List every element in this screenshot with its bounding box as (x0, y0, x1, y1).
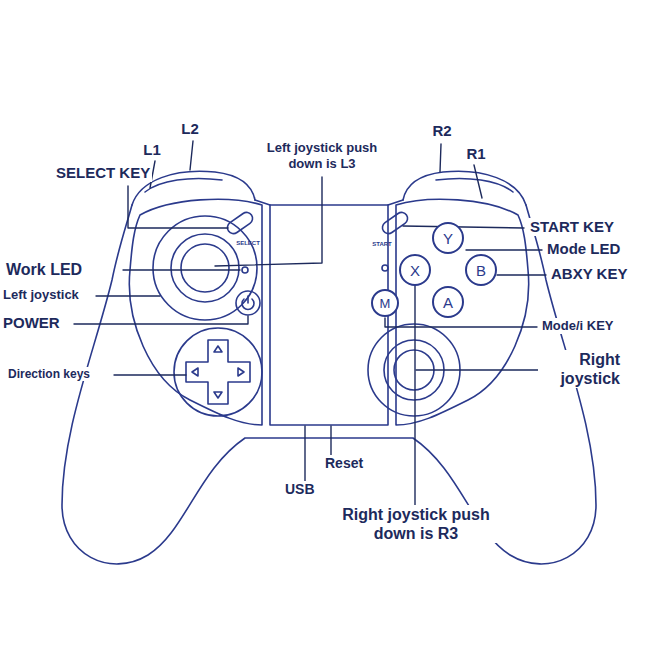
callout-label: L2 (179, 120, 201, 138)
callout-label: R1 (464, 145, 487, 163)
face-button: Y (432, 222, 464, 254)
button-letter: X (410, 262, 420, 279)
power-icon (242, 296, 254, 309)
callout-label: Mode/i KEY (540, 318, 616, 334)
dpad-ring (174, 328, 262, 416)
leader-line (304, 426, 305, 483)
leader-line (330, 426, 331, 458)
button-letter: B (476, 262, 486, 279)
direction-keys (186, 340, 250, 404)
callout-label: USB (283, 481, 317, 498)
right-shoulder-trigger (436, 179, 513, 193)
button-letter: M (380, 296, 391, 311)
leader-lines (74, 141, 560, 506)
leader-line (114, 374, 186, 375)
button-letter: Y (443, 230, 453, 247)
callout-label: Right joystick (538, 350, 622, 388)
button-caption: SELECT (236, 240, 260, 247)
leader-line (466, 249, 542, 250)
left-joystick-ring (153, 216, 257, 320)
leader-line (123, 269, 240, 270)
left-joystick-base (171, 234, 239, 302)
center-bridge-top (270, 204, 388, 206)
leader-line (497, 274, 546, 275)
leader-line (474, 165, 482, 198)
leader-line (74, 316, 248, 324)
face-button: A (432, 286, 464, 318)
center-bridge (255, 200, 403, 425)
callout-label: Right joystick push down is R3 (319, 505, 513, 543)
start-button (380, 210, 410, 236)
leader-line (96, 295, 160, 296)
callout-label: Left joystick (1, 287, 81, 303)
button-letter: A (443, 294, 453, 311)
callout-label: Reset (323, 455, 365, 472)
callout-label: START KEY (528, 218, 616, 236)
callout-label: Left joystick push down is L3 (261, 140, 383, 171)
dpad-arrows (192, 346, 244, 398)
callout-label: ABXY KEY (549, 265, 629, 283)
leader-line (414, 280, 415, 506)
mode-led (382, 265, 388, 271)
callout-label: L1 (141, 141, 163, 159)
callout-label: R2 (430, 122, 453, 140)
callout-label: Direction keys (6, 367, 92, 381)
leader-line (190, 141, 193, 170)
callout-label: Work LED (4, 260, 84, 279)
callout-label: Mode LED (545, 240, 622, 258)
button-caption: START (372, 241, 392, 248)
power-button (236, 291, 260, 315)
face-button: B (465, 254, 497, 286)
leader-line (128, 186, 228, 228)
leader-line (403, 226, 524, 228)
left-panel (129, 199, 262, 425)
face-button: X (399, 254, 431, 286)
body-outline (62, 205, 596, 564)
leader-line (215, 177, 322, 266)
leader-line (440, 144, 441, 172)
face-button: M (371, 289, 399, 317)
left-shoulder-trigger (145, 179, 222, 193)
left-joystick-cap (181, 244, 229, 292)
leader-line (385, 318, 537, 327)
right-panel (396, 199, 529, 425)
callout-label: SELECT KEY (54, 164, 152, 182)
work-led (242, 267, 248, 273)
callout-label: POWER (1, 314, 62, 332)
select-button (225, 210, 255, 236)
